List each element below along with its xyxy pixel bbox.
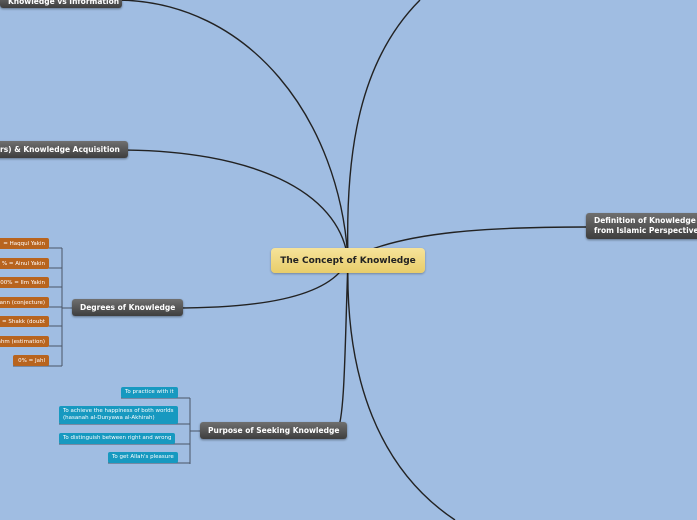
purpose-item[interactable]: To achieve the happiness of both worlds … — [59, 406, 178, 424]
degree-item[interactable]: ahm (estimation) — [0, 336, 49, 347]
definition-line-2: from Islamic Perspectives — [594, 226, 697, 235]
degree-item[interactable]: 0% = Jahl — [13, 355, 49, 366]
definition-line-1: Definition of Knowledge — [594, 216, 696, 226]
degree-item[interactable]: 00% = Ilm Yakin — [0, 277, 49, 288]
topic-degrees-of-knowledge[interactable]: Degrees of Knowledge — [72, 299, 184, 316]
degree-item[interactable]: = Shakk (doubt — [0, 316, 49, 327]
topic-knowledge-vs-information[interactable]: Knowledge vs Information — [0, 0, 122, 8]
purpose-item[interactable]: To get Allah's pleasure — [108, 452, 178, 463]
degree-item[interactable]: ann (conjecture) — [0, 297, 49, 308]
topic-definition-of-knowledge[interactable]: Definition of Knowledge from Islamic Per… — [586, 213, 697, 239]
purpose-text-line-2: (hasanah al-Dunyawa al-Akhirah) — [63, 415, 155, 421]
purpose-item[interactable]: To distinguish between right and wrong — [59, 433, 176, 444]
central-topic[interactable]: The Concept of Knowledge — [271, 248, 425, 273]
degree-item[interactable]: = Haqqul Yakin — [0, 238, 49, 249]
degree-item[interactable]: % = Ainul Yakin — [0, 258, 49, 269]
purpose-text-line-1: To achieve the happiness of both worlds — [63, 408, 174, 415]
topic-purpose-of-seeking-knowledge[interactable]: Purpose of Seeking Knowledge — [200, 422, 348, 439]
purpose-item[interactable]: To practice with it — [121, 387, 178, 398]
topic-knowledge-acquisition[interactable]: rs) & Knowledge Acquisition — [0, 141, 128, 158]
